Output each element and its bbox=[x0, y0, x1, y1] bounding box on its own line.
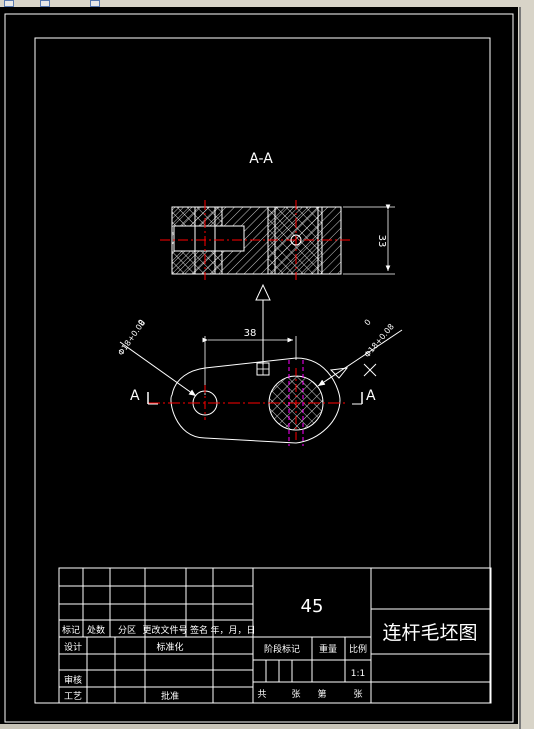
rev-header-signature: 签名 bbox=[190, 624, 208, 636]
sheets-unit: 张 bbox=[291, 689, 300, 700]
vertical-scrollbar[interactable] bbox=[518, 7, 534, 729]
row-review: 审核 bbox=[64, 674, 82, 686]
title-block bbox=[58, 567, 492, 704]
section-marker-left: A bbox=[130, 388, 158, 405]
stage-mark: 阶段标记 bbox=[264, 643, 300, 655]
title-block-text: 45 连杆毛坯图 标记 处数 分区 更改文件号 签名 年，月，日 设计 标准化 … bbox=[62, 596, 478, 702]
dim-center-distance-label: 38 bbox=[244, 328, 257, 339]
sheet-no: 第 bbox=[317, 688, 326, 700]
tolerance-left-top: 0 bbox=[136, 318, 146, 327]
tolerance-right: Φ18+0.08 bbox=[363, 322, 396, 359]
rev-header-count: 处数 bbox=[87, 624, 105, 636]
scale-label: 比例 bbox=[349, 643, 367, 655]
cad-drawing-canvas[interactable]: A-A 33 38 bbox=[0, 7, 518, 724]
row-process: 工艺 bbox=[64, 691, 82, 702]
rev-header-date: 年，月，日 bbox=[210, 624, 255, 636]
section-marker-left-label: A bbox=[130, 388, 140, 404]
row-design: 设计 bbox=[64, 641, 82, 653]
material-label: 45 bbox=[301, 596, 324, 617]
section-title: A-A bbox=[249, 151, 273, 167]
row-standardize: 标准化 bbox=[156, 641, 183, 653]
window-toolbar bbox=[0, 0, 534, 7]
tolerance-left: Φ18+0.08 bbox=[116, 318, 147, 357]
row-approve: 批准 bbox=[161, 690, 179, 702]
outer-frame bbox=[4, 13, 514, 723]
datum-arrow bbox=[255, 283, 271, 376]
sheets-total: 共 bbox=[257, 689, 266, 700]
sheet-unit: 张 bbox=[353, 689, 362, 700]
section-marker-right: A bbox=[352, 388, 376, 405]
center-distance-dimension: 38 bbox=[202, 328, 297, 395]
weight-label: 重量 bbox=[319, 643, 337, 655]
section-view: 33 bbox=[160, 200, 395, 280]
rev-header-zone: 分区 bbox=[118, 625, 136, 636]
plan-view bbox=[148, 357, 377, 446]
dim-height-label: 33 bbox=[376, 235, 387, 248]
rev-header-mark: 标记 bbox=[62, 624, 80, 636]
toolbar-icon-3[interactable] bbox=[90, 0, 100, 7]
tolerance-right-top: 0 bbox=[363, 318, 373, 328]
drawing-name: 连杆毛坯图 bbox=[382, 622, 477, 644]
status-strip bbox=[0, 724, 518, 729]
toolbar-icon-1[interactable] bbox=[4, 0, 14, 7]
section-marker-right-label: A bbox=[366, 388, 376, 404]
inner-frame bbox=[34, 37, 491, 704]
tolerance-leader-left: 0 Φ18+0.08 bbox=[116, 318, 197, 397]
rev-header-change-doc: 更改文件号 bbox=[142, 624, 187, 636]
toolbar-icon-2[interactable] bbox=[40, 0, 50, 7]
scale-value: 1:1 bbox=[351, 669, 365, 679]
